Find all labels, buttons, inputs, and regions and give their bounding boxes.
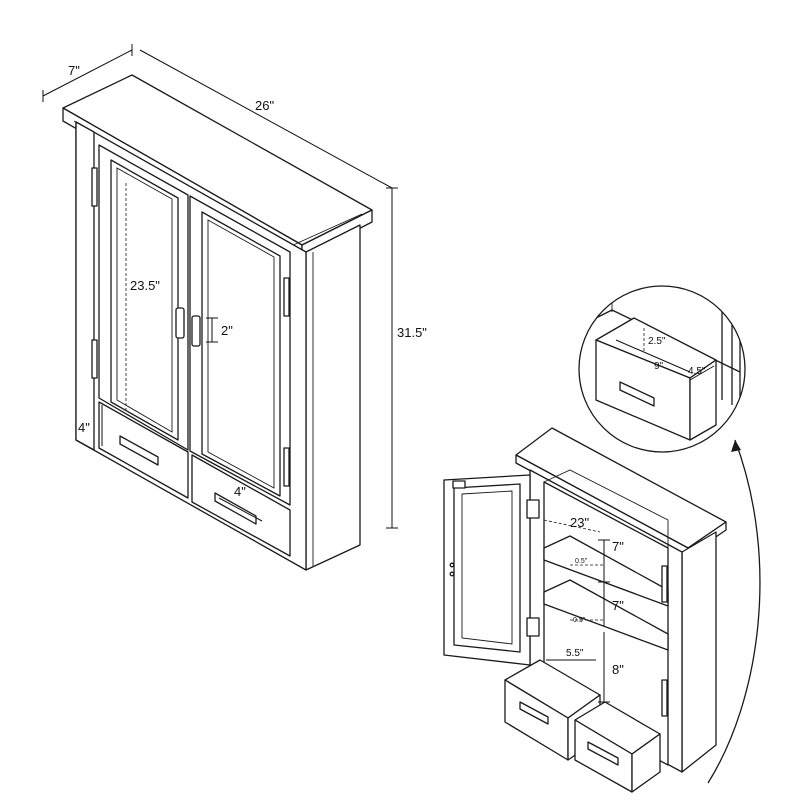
label-inner-width: 4.5"	[688, 366, 706, 377]
label-drawer-height: 4"	[78, 420, 90, 435]
shelf-depth-dim	[543, 519, 601, 533]
depth-dim-line	[42, 49, 133, 97]
side-hinge-lower	[661, 679, 668, 717]
open-dimension-lines	[543, 519, 610, 703]
open-drawer-left-pull	[519, 701, 549, 725]
open-hinge-upper	[526, 499, 540, 519]
detail-inner-width-dim	[689, 365, 715, 381]
hinge-upper-left	[91, 167, 98, 207]
label-door-height: 23.5"	[130, 278, 160, 293]
door-catch	[452, 480, 466, 489]
label-gap-top: 7"	[612, 539, 624, 554]
hinge-lower-left	[91, 339, 98, 379]
hinge-lower-right	[283, 447, 290, 487]
main-cabinet	[62, 74, 373, 571]
label-depth: 7"	[68, 63, 80, 78]
left-door-panel	[110, 159, 179, 441]
label-width: 26"	[255, 98, 274, 113]
open-drawer-right-side	[631, 733, 661, 793]
detail-drawer-pull	[619, 381, 655, 407]
width-dim-line	[139, 49, 393, 189]
label-handle-height: 2"	[221, 323, 233, 338]
right-door-inner-panel	[207, 219, 275, 489]
open-door-inner-panel	[461, 490, 513, 645]
left-door-handle	[175, 307, 185, 339]
detail-drawer-side	[689, 359, 717, 441]
hinge-upper-right	[283, 277, 290, 317]
shelf-upper	[543, 535, 669, 607]
label-inner-depth: 9"	[654, 361, 664, 372]
open-door	[443, 474, 531, 666]
drawer-detail-callout: 2.5" 9" 4.5"	[578, 285, 761, 784]
label-gap-middle: 7"	[612, 598, 624, 613]
shelf-lower	[543, 579, 669, 651]
left-drawer-pull	[119, 435, 159, 466]
label-shelf-thickness-upper: 0.5"	[575, 558, 588, 565]
right-door-handle	[191, 315, 201, 347]
callout-arrowhead	[731, 440, 741, 452]
cabinet-side-panel	[305, 224, 361, 571]
label-shelf-depth: 23"	[570, 515, 589, 530]
right-door-panel	[201, 211, 281, 497]
door-screw-bottom	[449, 571, 455, 577]
label-drawer-width: 4"	[234, 484, 246, 499]
left-door-inner-panel	[116, 167, 173, 433]
open-cabinet	[443, 427, 727, 793]
label-gap-bottom: 8"	[612, 662, 624, 677]
main-dimension-lines	[42, 44, 398, 529]
label-height: 31.5"	[397, 325, 427, 340]
detail-inner-depth-dim	[615, 339, 691, 373]
open-cabinet-side-panel	[681, 531, 717, 773]
detail-circle	[578, 285, 746, 453]
crown-molding-line-side	[290, 213, 363, 247]
side-hinge-upper	[661, 565, 668, 603]
cabinet-left-stile	[75, 121, 95, 451]
left-door	[98, 144, 189, 451]
label-drawer-spacing: 5.5"	[566, 648, 584, 659]
right-drawer	[191, 454, 291, 557]
drawer-width-dim-line	[218, 497, 263, 522]
label-inner-height: 2.5"	[648, 336, 666, 347]
callout-arrow	[707, 439, 761, 784]
label-shelf-thickness-lower: 0.5"	[573, 617, 586, 624]
open-drawer-right-pull	[587, 741, 619, 766]
open-hinge-lower	[526, 617, 540, 637]
right-drawer-pull	[214, 492, 257, 525]
open-door-panel	[453, 483, 521, 653]
right-door	[189, 195, 291, 506]
door-screw-top	[449, 562, 455, 568]
